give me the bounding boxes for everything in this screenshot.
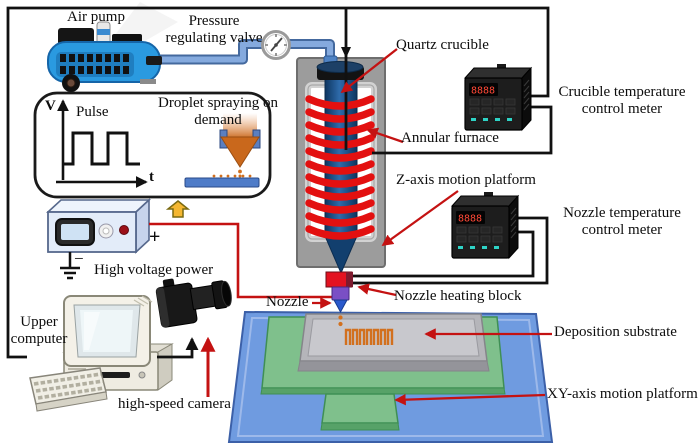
annotation-arrows xyxy=(200,48,552,406)
quartz-crucible-arrow xyxy=(340,48,398,94)
crucible-meter-label: Crucible temperature control meter xyxy=(558,84,686,117)
nozzle-heating-arrow xyxy=(357,283,397,297)
annular-furnace-arrow xyxy=(366,127,404,144)
annular-furnace-label: Annular furnace xyxy=(401,130,499,146)
high-voltage-power-supply xyxy=(45,198,191,280)
droplet-nozzle-illustration xyxy=(184,113,261,188)
pressure-valve-label: Pressure regulating valve xyxy=(165,13,263,46)
hv-wire xyxy=(149,222,333,299)
deposition-substrate-shape xyxy=(297,313,490,372)
high-voltage-label: High voltage power xyxy=(94,262,214,278)
droplet-spraying-label: Droplet spraying on demand xyxy=(158,95,278,128)
nozzle-meter-label: Nozzle temperature control meter xyxy=(563,205,681,238)
thermocouple-wire xyxy=(341,8,351,150)
pulse-inset-box xyxy=(33,91,272,199)
nozzle-assembly xyxy=(325,271,353,327)
monitor xyxy=(63,295,153,367)
annular-furnace-coils xyxy=(305,95,375,240)
pulse-waveform xyxy=(56,99,148,188)
z-axis-label: Z-axis motion platform xyxy=(396,172,536,188)
nozzle-heating-label: Nozzle heating block xyxy=(394,288,522,304)
air-pump-label: Air pump xyxy=(67,9,125,25)
camera-wire xyxy=(157,337,199,359)
ground-symbol xyxy=(60,252,80,280)
quartz-crucible-label: Quartz crucible xyxy=(396,37,489,53)
high-speed-camera-illustration xyxy=(155,278,232,328)
upper-computer-illustration xyxy=(29,295,174,412)
pulse-up-arrow xyxy=(165,200,191,218)
air-tube xyxy=(155,39,335,76)
camera-label: high-speed camera xyxy=(118,396,231,412)
crucible-temp-meter-device: 8888 xyxy=(464,63,532,131)
deposition-substrate-label: Deposition substrate xyxy=(554,324,677,340)
control-wires xyxy=(6,6,553,359)
upper-computer-label: Upper computer xyxy=(10,314,68,347)
v-axis-label: V xyxy=(45,98,56,114)
nozzle-meter-display: 8888 xyxy=(458,214,482,225)
nozzle-label: Nozzle xyxy=(266,294,309,310)
pressure-gauge-icon xyxy=(261,30,291,60)
plus-sign: + xyxy=(149,226,161,248)
keyboard xyxy=(29,367,108,412)
printed-pattern xyxy=(344,328,394,345)
nozzle-temp-meter-device: 8888 xyxy=(451,191,519,259)
xy-platform-label: XY-axis motion platform xyxy=(547,386,698,402)
minus-sign: − xyxy=(74,249,84,268)
t-axis-label: t xyxy=(149,169,154,185)
crucible-meter-display: 8888 xyxy=(471,86,495,97)
z-axis-arrow xyxy=(381,190,459,247)
air-pump-illustration xyxy=(47,2,178,92)
xy-platform-arrow xyxy=(394,393,546,406)
pulse-label: Pulse xyxy=(76,104,109,120)
